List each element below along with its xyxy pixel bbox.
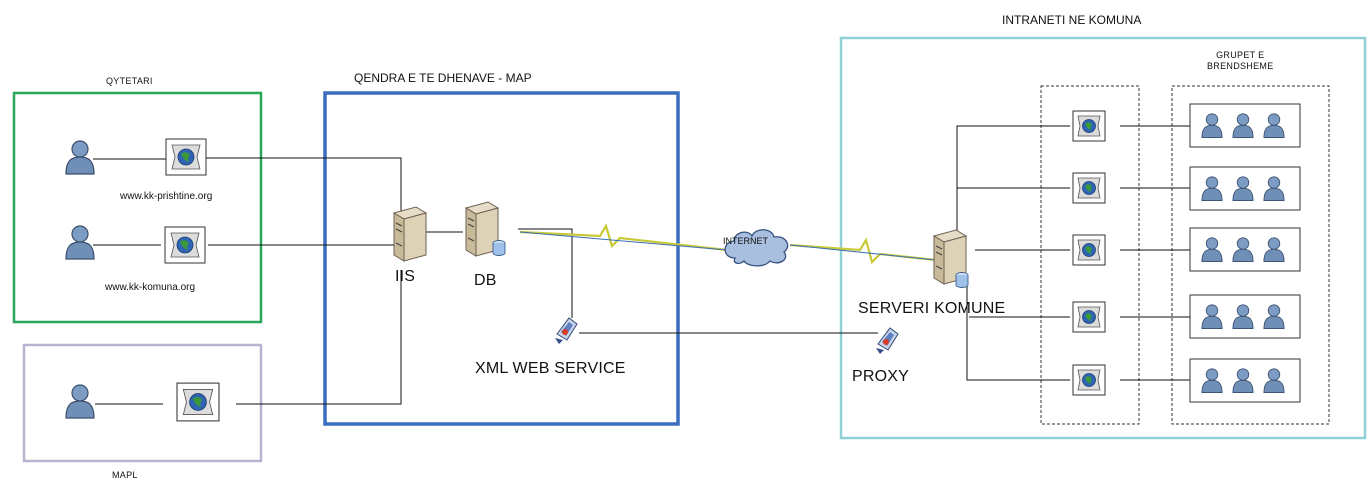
komuna-site-label: www.kk-komuna.org <box>105 282 196 293</box>
data-center-zone-label: QENDRA E TE DHENAVE - MAP <box>354 71 532 85</box>
data-center-zone <box>323 91 680 426</box>
intranet-app-icon <box>1072 301 1106 333</box>
internal-groups-label: GRUPET E BRENDSHEME <box>1207 50 1274 71</box>
intranet-app-icon <box>1072 172 1106 204</box>
database-icon <box>492 240 506 256</box>
intranet-app-icon <box>1072 234 1106 266</box>
internet-cloud-icon <box>724 229 789 267</box>
komuna-website-icon <box>164 226 206 264</box>
citizens-zone <box>12 91 263 324</box>
proxy-icon <box>875 327 899 355</box>
user-group <box>1189 166 1301 211</box>
user-group <box>1189 294 1301 339</box>
mapl-website-icon <box>176 382 220 422</box>
internet-label: INTERNET <box>723 236 768 246</box>
mapl-zone <box>22 343 263 463</box>
intranet-app-icon <box>1072 110 1106 142</box>
intranet-zone-label: INTRANETI NE KOMUNA <box>1002 13 1142 27</box>
intranet-app-icon <box>1072 364 1106 396</box>
prishtine-site-label: www.kk-prishtine.org <box>120 191 213 202</box>
municipal-database-icon <box>955 272 969 288</box>
user-group <box>1189 227 1301 272</box>
internal-groups-box <box>1171 85 1330 425</box>
user-group <box>1189 358 1301 403</box>
citizen-user-icon <box>65 140 95 175</box>
citizen-user-icon <box>65 225 95 260</box>
user-group <box>1189 103 1301 148</box>
connection-lines <box>93 125 1190 405</box>
iis-label: IIS <box>395 268 416 285</box>
iis-server-icon <box>393 206 427 262</box>
prishtine-website-icon <box>165 138 207 176</box>
municipal-server-label: SERVERI KOMUNE <box>858 300 1006 317</box>
xml-web-service-icon <box>554 317 578 345</box>
web-apps-group-box <box>1040 85 1140 425</box>
intranet-zone <box>839 36 1367 440</box>
mapl-zone-label: MAPL <box>112 470 138 480</box>
proxy-label: PROXY <box>852 368 910 385</box>
db-label: DB <box>474 272 497 289</box>
xml-web-service-label: XML WEB SERVICE <box>475 360 626 377</box>
citizens-zone-label: QYTETARI <box>106 76 153 86</box>
internet-links <box>519 223 956 265</box>
mapl-user-icon <box>65 384 95 419</box>
